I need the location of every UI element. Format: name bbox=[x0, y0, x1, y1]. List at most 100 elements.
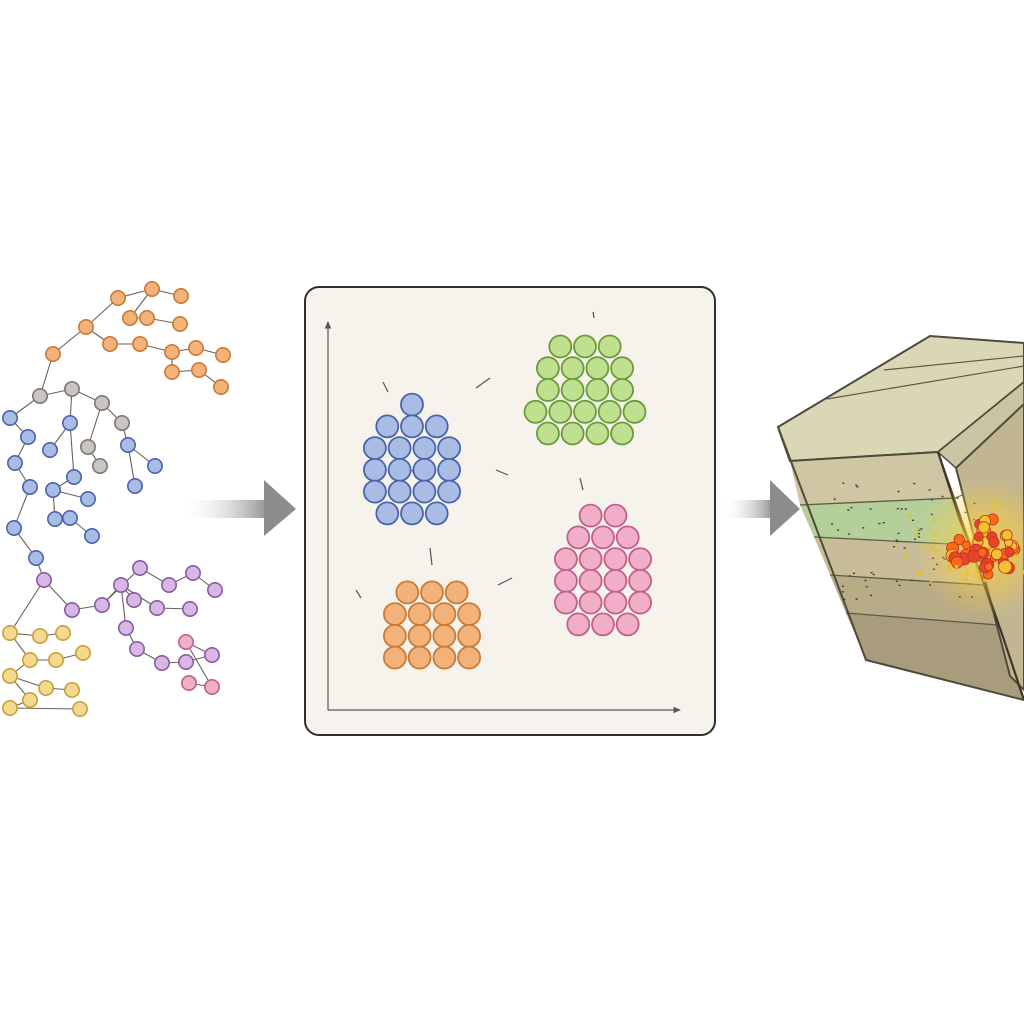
blue-cluster-point bbox=[412, 436, 437, 461]
connector-tick bbox=[497, 577, 513, 586]
network-node bbox=[172, 315, 189, 332]
green-cluster-point bbox=[610, 378, 634, 402]
network-node bbox=[61, 414, 78, 431]
rock-speck bbox=[913, 482, 916, 485]
pink-cluster-point bbox=[628, 569, 652, 593]
hotspot-spark bbox=[934, 549, 938, 553]
hotspot-spark bbox=[1007, 502, 1011, 506]
network-node bbox=[188, 339, 205, 356]
network-node bbox=[35, 571, 52, 588]
stratum-line bbox=[799, 497, 956, 506]
orange-cluster-point bbox=[407, 602, 432, 626]
hotspot-spark bbox=[914, 533, 918, 537]
rock-speck bbox=[898, 584, 901, 587]
network-node bbox=[7, 454, 23, 471]
network-node bbox=[182, 600, 199, 617]
rock-speck bbox=[856, 486, 859, 488]
blue-cluster-point bbox=[362, 436, 387, 461]
network-node bbox=[185, 564, 202, 581]
orange-cluster-point bbox=[382, 645, 407, 670]
blue-cluster-point bbox=[400, 392, 424, 417]
hotspot-spark bbox=[992, 500, 996, 504]
green-cluster-point bbox=[597, 334, 622, 359]
hotspot-particle bbox=[977, 521, 990, 534]
orange-cluster-point bbox=[457, 624, 482, 648]
connector-tick bbox=[495, 469, 509, 476]
hotspot-particle bbox=[1001, 529, 1013, 541]
rock-speck bbox=[853, 572, 855, 575]
orange-cluster-point bbox=[432, 645, 457, 670]
hotspot-particle bbox=[967, 550, 981, 563]
network-node bbox=[27, 549, 44, 566]
network-node bbox=[164, 343, 181, 360]
arrow-head bbox=[770, 480, 800, 536]
hotspot-particle bbox=[984, 562, 994, 572]
hotspot-spark bbox=[964, 577, 968, 581]
network-node bbox=[215, 346, 232, 363]
geologic-fault-block bbox=[776, 334, 1024, 702]
hotspot-particle bbox=[1004, 546, 1015, 558]
network-node bbox=[72, 700, 89, 717]
rock-speck bbox=[870, 572, 873, 574]
rock-speck bbox=[848, 575, 851, 577]
green-cluster-point bbox=[536, 421, 560, 446]
hotspot-spark bbox=[904, 553, 908, 557]
network-node bbox=[154, 654, 171, 671]
blue-cluster-point bbox=[412, 457, 437, 482]
hotspot-spark bbox=[916, 526, 920, 530]
embedding-points bbox=[362, 334, 652, 670]
blue-cluster-point bbox=[437, 479, 462, 504]
connector-tick bbox=[475, 377, 491, 389]
network-node bbox=[132, 559, 149, 576]
orange-cluster-point bbox=[457, 645, 482, 670]
green-cluster-point bbox=[585, 356, 610, 381]
pink-cluster-point bbox=[628, 547, 652, 571]
network-nodes bbox=[2, 280, 232, 717]
green-cluster-point bbox=[610, 356, 634, 381]
network-node bbox=[19, 428, 36, 445]
hotspot-particle bbox=[950, 556, 964, 569]
rock-speck bbox=[914, 538, 917, 540]
top-stripe bbox=[826, 365, 1024, 400]
network-node bbox=[129, 640, 146, 657]
green-cluster-point bbox=[585, 421, 610, 446]
network-node bbox=[46, 510, 63, 527]
blue-cluster-point bbox=[437, 436, 462, 461]
hotspot-particle bbox=[973, 531, 984, 542]
rock-speck bbox=[882, 522, 885, 524]
network-node bbox=[64, 601, 81, 618]
graph-network bbox=[2, 280, 232, 717]
network-node bbox=[94, 394, 111, 411]
hotspot-spark bbox=[932, 518, 936, 522]
network-node bbox=[144, 280, 161, 297]
hotspot-spark bbox=[934, 533, 938, 537]
connector-tick bbox=[355, 589, 362, 599]
hotspot-spark bbox=[908, 515, 912, 519]
blue-cluster-point bbox=[400, 414, 424, 439]
green-cluster-point bbox=[573, 399, 597, 424]
arrow-head bbox=[264, 480, 296, 536]
network-node bbox=[94, 596, 111, 613]
connector-tick bbox=[429, 547, 433, 566]
network-node bbox=[102, 335, 119, 352]
network-node bbox=[122, 309, 139, 326]
network-edge bbox=[185, 641, 213, 688]
network-node bbox=[207, 581, 224, 598]
network-node bbox=[178, 633, 195, 650]
green-cluster-point bbox=[523, 399, 548, 424]
rupture-hotspot bbox=[904, 493, 1024, 582]
pink-cluster-point bbox=[603, 569, 628, 593]
rock-speck bbox=[855, 598, 858, 600]
network-node bbox=[21, 478, 38, 495]
rock-speck bbox=[841, 591, 844, 593]
network-node bbox=[64, 380, 81, 397]
network-edge bbox=[69, 422, 75, 478]
blue-cluster-point bbox=[387, 436, 412, 461]
arrow-network-to-embedding bbox=[180, 480, 296, 536]
hotspot-particle bbox=[953, 533, 965, 546]
hotspot-spark bbox=[947, 564, 951, 568]
arrow-embedding-to-fault-block bbox=[722, 480, 800, 536]
rock-speck bbox=[896, 507, 899, 510]
green-cluster-point bbox=[536, 356, 560, 381]
orange-cluster-point bbox=[432, 602, 457, 626]
